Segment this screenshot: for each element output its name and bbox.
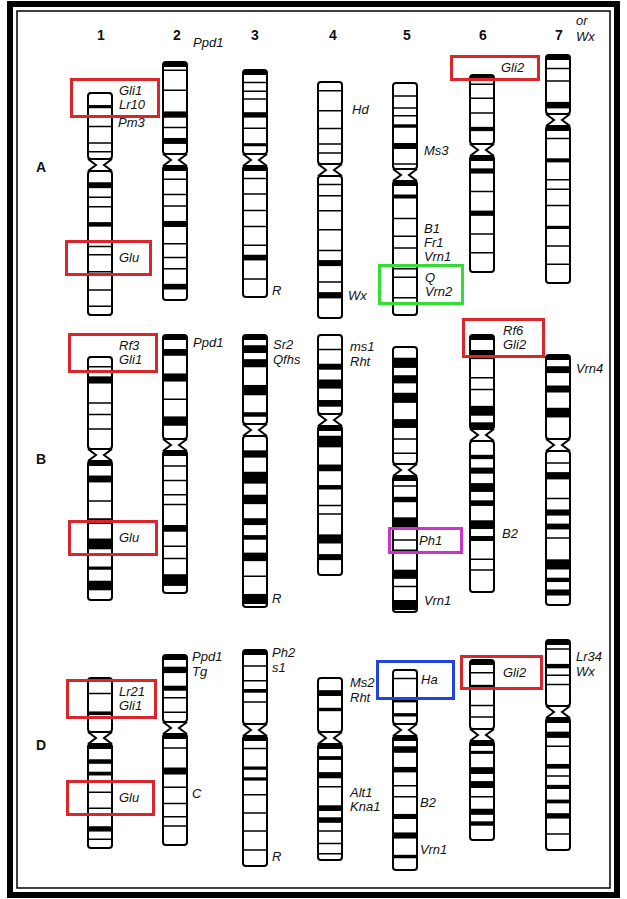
gene-label: Ph2 <box>272 646 295 660</box>
gene-label: Lr34 <box>576 650 602 664</box>
gene-label: s1 <box>272 661 286 675</box>
gene-label: R <box>272 284 281 298</box>
gene-label: or <box>576 14 588 28</box>
gene-label: Q <box>425 271 455 285</box>
gene-label: B2 <box>502 527 518 541</box>
gene-label: Lr10 <box>119 98 151 112</box>
gene-label: Wx <box>576 30 595 44</box>
gene-label: Gli2 <box>503 666 534 680</box>
gene-label: R <box>272 592 281 606</box>
chromosome <box>243 70 267 297</box>
genome-letter: B <box>36 452 46 466</box>
gene-highlight-box: Glu <box>66 780 155 816</box>
gene-label: Vrn4 <box>576 362 603 376</box>
gene-label: Sr2 <box>273 338 293 352</box>
chromosome <box>470 660 494 840</box>
chromosome <box>318 335 342 575</box>
chromosome <box>243 650 267 866</box>
chromosome-number: 4 <box>329 28 337 42</box>
chromosome-number: 7 <box>555 28 563 42</box>
genome-letter: D <box>36 738 46 752</box>
gene-highlight-box: Rf6Gli2 <box>462 318 545 358</box>
gene-label: Kna1 <box>350 800 380 814</box>
gene-highlight-box: Gli1Lr10 <box>70 78 160 118</box>
gene-label: Vrn2 <box>425 285 455 299</box>
chromosome <box>393 347 417 612</box>
gene-label: Gli2 <box>501 61 531 75</box>
chromosome-number: 2 <box>173 28 181 42</box>
gene-label: Alt1 <box>350 786 372 800</box>
gene-label: Gli1 <box>119 353 149 367</box>
chromosome <box>163 335 187 593</box>
gene-label: Vrn1 <box>420 843 447 857</box>
inner-frame <box>17 11 610 888</box>
chromosome <box>318 678 342 860</box>
gene-label: Ph1 <box>419 534 454 548</box>
gene-label: Vrn1 <box>424 594 451 608</box>
gene-label: Wx <box>576 665 595 679</box>
chromosome <box>546 355 570 605</box>
gene-label: Rht <box>350 691 370 705</box>
gene-label: R <box>272 850 281 864</box>
chromosome-number: 3 <box>251 28 259 42</box>
chromosome <box>243 335 267 607</box>
gene-label: Ms3 <box>424 144 449 158</box>
gene-highlight-box: Gli2 <box>460 655 543 690</box>
gene-label: ms1 <box>350 340 375 354</box>
gene-label: Vrn1 <box>424 250 451 264</box>
chromosome-number: 5 <box>403 28 411 42</box>
gene-highlight-box: Rf3Gli1 <box>68 333 158 373</box>
gene-label: B2 <box>420 796 436 810</box>
gene-label: Gli1 <box>119 699 148 713</box>
chromosome <box>88 357 112 600</box>
gene-highlight-box: Glu <box>68 520 158 556</box>
gene-highlight-box: Gli2 <box>450 55 540 81</box>
chromosome <box>470 75 494 272</box>
chromosome <box>88 93 112 315</box>
gene-label: Ppd1 <box>192 650 222 664</box>
gene-label: C <box>192 787 201 801</box>
gene-label: Gli1 <box>119 84 151 98</box>
gene-highlight-box: Lr21Gli1 <box>66 679 157 719</box>
gene-label: Ms2 <box>350 676 375 690</box>
chromosome <box>88 678 112 848</box>
gene-label: Rht <box>350 355 370 369</box>
chromosome <box>546 640 570 850</box>
gene-label: Gli2 <box>503 338 536 352</box>
gene-label: Rf3 <box>119 339 149 353</box>
chromosome <box>546 55 570 283</box>
gene-label: Qfhs <box>273 353 300 367</box>
gene-label: Tg <box>192 665 207 679</box>
chromosome-number: 1 <box>97 28 105 42</box>
chromosome <box>470 335 494 592</box>
genome-letter: A <box>36 160 46 174</box>
gene-label: Lr21 <box>119 685 148 699</box>
gene-label: Wx <box>348 289 367 303</box>
chromosome <box>393 83 417 315</box>
chromosome-number: 6 <box>479 28 487 42</box>
outer-frame <box>10 4 617 895</box>
gene-highlight-box: QVrn2 <box>378 264 464 305</box>
gene-label: Rf6 <box>503 324 536 338</box>
gene-label: Ppd1 <box>193 336 223 350</box>
chromosome <box>163 62 187 300</box>
chromosome <box>318 82 342 318</box>
gene-label: Ppd1 <box>193 36 223 50</box>
chromosome <box>163 655 187 845</box>
gene-label: Pm3 <box>118 116 145 130</box>
gene-highlight-box: Ha <box>376 660 455 700</box>
chromosome <box>393 670 417 870</box>
gene-label: Glu <box>119 531 149 545</box>
gene-highlight-box: Ph1 <box>388 527 463 554</box>
gene-highlight-box: Glu <box>65 240 152 276</box>
gene-label: Hd <box>352 103 369 117</box>
gene-label: B1 <box>424 222 440 236</box>
gene-label: Ha <box>421 673 446 687</box>
gene-label: Glu <box>119 251 143 265</box>
gene-label: Glu <box>119 791 146 805</box>
gene-label: Fr1 <box>424 236 444 250</box>
